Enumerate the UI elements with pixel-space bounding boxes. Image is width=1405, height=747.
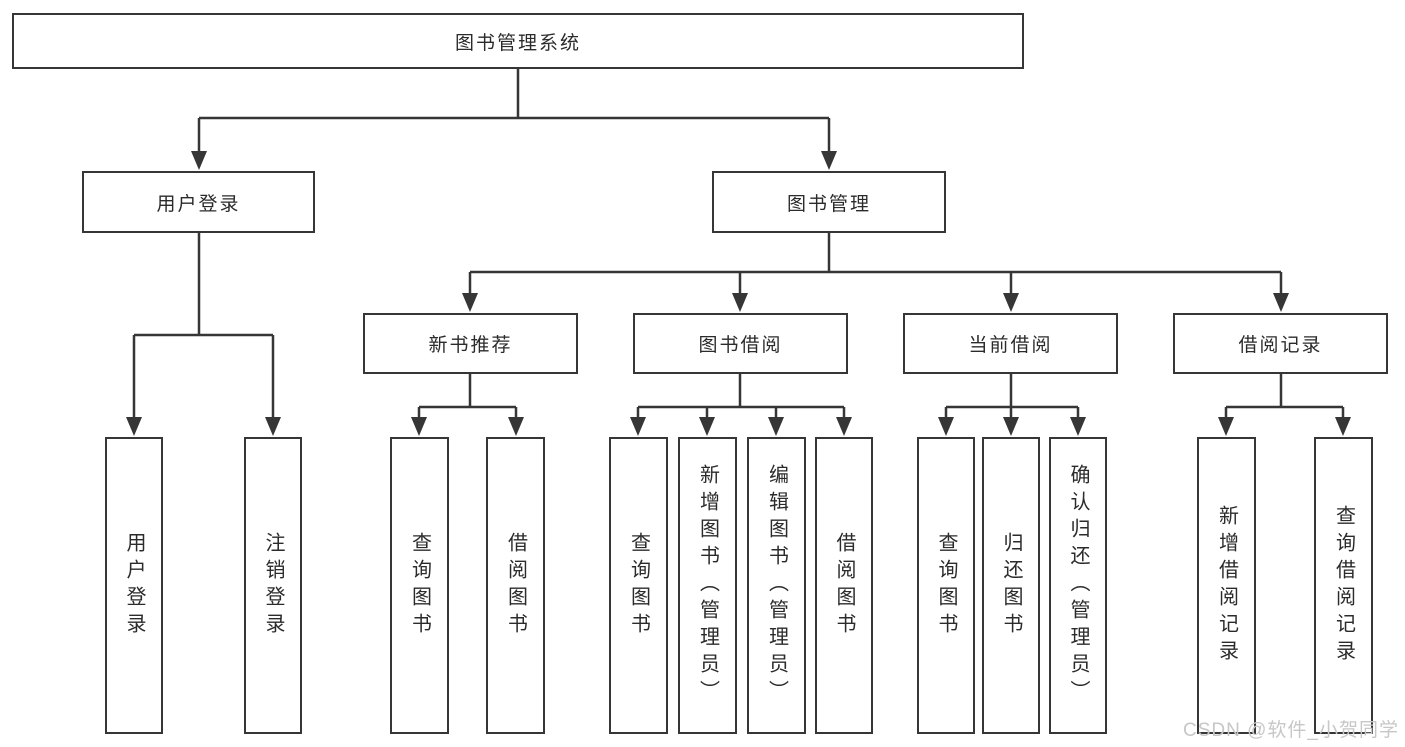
arrow-down-icon [191, 151, 207, 170]
connector-user-login-children [126, 233, 281, 436]
arrow-down-icon [768, 417, 784, 436]
leaf-query-books-borrowing: 查询图书 [609, 437, 668, 734]
arrow-down-icon [1335, 417, 1351, 436]
leaf-return-books: 归还图书 [982, 437, 1040, 734]
arrow-down-icon [630, 417, 646, 436]
connector-new-book-recommend-children [411, 374, 524, 436]
node-root: 图书管理系统 [12, 13, 1024, 69]
arrow-down-icon [126, 417, 142, 436]
leaf-user-login: 用户登录 [105, 437, 163, 734]
leaf-query-books-recommend: 查询图书 [390, 437, 449, 734]
node-new-book-recommend: 新书推荐 [363, 313, 578, 374]
leaf-borrow-books-borrowing: 借阅图书 [815, 437, 873, 734]
node-book-management: 图书管理 [712, 171, 946, 233]
arrow-down-icon [699, 417, 715, 436]
leaf-edit-book-admin: 编辑图书（管理员） [747, 437, 806, 734]
arrow-down-icon [836, 417, 852, 436]
leaf-add-book-admin: 新增图书（管理员） [678, 437, 737, 734]
arrow-down-icon [1273, 293, 1289, 312]
csdn-watermark: CSDN @软件_小贺同学 [1183, 720, 1399, 741]
arrow-down-icon [732, 293, 748, 312]
leaf-confirm-return-admin: 确认归还（管理员） [1049, 437, 1107, 734]
leaf-add-borrow-record: 新增借阅记录 [1197, 437, 1256, 734]
connector-root-to-level2 [191, 69, 837, 170]
connector-book-management-children [462, 233, 1289, 312]
node-borrowing-records: 借阅记录 [1173, 313, 1388, 374]
leaf-borrow-books-recommend: 借阅图书 [486, 437, 545, 734]
connector-current-borrowing-children [938, 374, 1086, 436]
arrow-down-icon [1003, 293, 1019, 312]
leaf-logout: 注销登录 [244, 437, 302, 734]
node-book-borrowing: 图书借阅 [633, 313, 848, 374]
leaf-query-books-current: 查询图书 [917, 437, 975, 734]
arrow-down-icon [1218, 417, 1234, 436]
leaf-query-borrow-record: 查询借阅记录 [1314, 437, 1373, 734]
arrow-down-icon [265, 417, 281, 436]
arrow-down-icon [938, 417, 954, 436]
arrow-down-icon [411, 417, 427, 436]
arrow-down-icon [1070, 417, 1086, 436]
node-current-borrowing: 当前借阅 [903, 313, 1118, 374]
arrow-down-icon [508, 417, 524, 436]
arrow-down-icon [462, 293, 478, 312]
arrow-down-icon [1003, 417, 1019, 436]
arrow-down-icon [821, 151, 837, 170]
node-user-login: 用户登录 [82, 171, 315, 233]
connector-book-borrowing-children [630, 374, 852, 436]
connector-borrowing-records-children [1218, 374, 1351, 436]
